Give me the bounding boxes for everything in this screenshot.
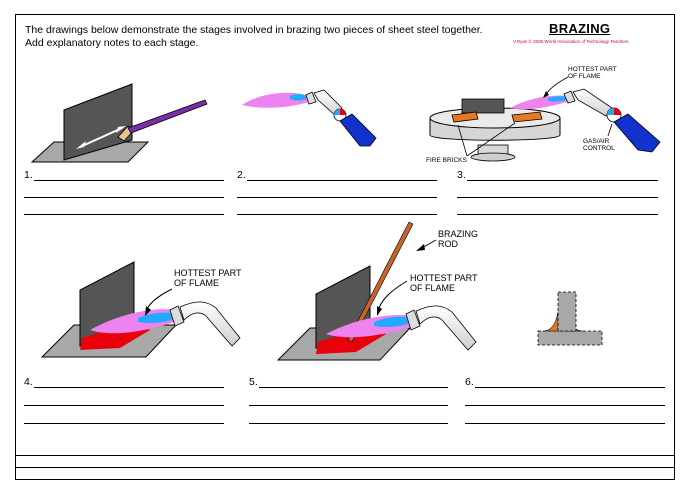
stage-5-answer-line-2[interactable] xyxy=(249,405,448,406)
stage-5-flame-core xyxy=(374,316,408,328)
stage-3-flame-core xyxy=(548,96,566,102)
stage-1-upright-plate xyxy=(63,83,133,161)
stage-5-rod-label: BRAZING ROD xyxy=(438,229,479,249)
stage-4-answer-line-1[interactable] xyxy=(34,387,224,388)
stage-3-answer-line-2[interactable] xyxy=(457,197,658,198)
stage-2-answer-line-2[interactable] xyxy=(237,197,437,198)
stage-2-flame-core xyxy=(290,94,306,101)
stage-5-nozzle xyxy=(405,309,421,331)
stage-5-number: 5. xyxy=(249,376,258,388)
stage-4-answer-line-3[interactable] xyxy=(24,423,224,424)
stage-5-answer-line-3[interactable] xyxy=(249,423,448,424)
stage-3-upright-plate xyxy=(461,98,505,114)
stage-2-handle xyxy=(339,113,377,147)
stage-4-pipe xyxy=(179,301,241,347)
stage-3-gas-air-label: GAS/AIR CONTROL xyxy=(583,138,615,152)
stage-3-handle xyxy=(613,113,661,153)
worksheet-frame xyxy=(15,14,675,480)
stage-3-nozzle xyxy=(563,90,576,104)
page-title: BRAZING xyxy=(549,21,611,36)
stage-2-answer-line-1[interactable] xyxy=(247,180,437,181)
stage-5-illustration xyxy=(276,221,477,361)
stage-4-flame-core xyxy=(138,312,172,324)
stage-3-number: 3. xyxy=(457,169,466,181)
stage-4-nozzle xyxy=(169,305,185,327)
stage-1-answer-line-3[interactable] xyxy=(24,214,224,215)
stage-6-upright-section xyxy=(557,291,577,332)
stage-1-number: 1. xyxy=(24,169,33,181)
stage-2-nozzle xyxy=(305,91,317,105)
stage-5-hottest-label: HOTTEST PART OF FLAME xyxy=(410,273,478,293)
stage-3-fire-brick-left xyxy=(451,111,479,123)
footer-rule-top xyxy=(15,455,675,456)
stage-2-number: 2. xyxy=(237,169,246,181)
stage-3-illustration xyxy=(429,76,661,162)
stage-6-illustration xyxy=(537,291,603,346)
stage-1-illustration xyxy=(30,83,208,163)
stage-1-answer-line-1[interactable] xyxy=(34,180,224,181)
stage-4-number: 4. xyxy=(24,376,33,388)
stage-6-answer-line-1[interactable] xyxy=(475,387,665,388)
stage-3-answer-line-3[interactable] xyxy=(457,214,658,215)
stage-6-number: 6. xyxy=(465,376,474,388)
intro-text: The drawings below demonstrate the stage… xyxy=(25,24,483,49)
stage-1-answer-line-2[interactable] xyxy=(24,197,224,198)
stage-2-answer-line-3[interactable] xyxy=(237,214,437,215)
stage-5-answer-line-1[interactable] xyxy=(259,387,448,388)
stage-3-answer-line-1[interactable] xyxy=(467,180,658,181)
stage-4-answer-line-2[interactable] xyxy=(24,405,224,406)
stage-4-hottest-label: HOTTEST PART OF FLAME xyxy=(174,268,242,288)
stage-5-pipe xyxy=(415,305,477,351)
stage-1-motion-arrow xyxy=(79,127,123,148)
stage-6-base-section xyxy=(537,330,603,346)
stage-3-pipe xyxy=(572,88,613,117)
copyright-credit: V.Ryan © 2006 World Association of Techn… xyxy=(513,39,629,44)
stage-2-illustration xyxy=(242,89,377,147)
stage-4-illustration xyxy=(40,261,241,358)
stage-6-answer-line-3[interactable] xyxy=(465,423,665,424)
stage-5-brazing-rod xyxy=(347,221,414,343)
stage-3-hottest-label: HOTTEST PART OF FLAME xyxy=(568,66,617,80)
footer-rule-bottom xyxy=(15,467,675,468)
stage-6-answer-line-2[interactable] xyxy=(465,405,665,406)
stage-3-fire-brick-right xyxy=(511,111,543,123)
stage-1-file xyxy=(127,99,208,134)
stage-3-fire-bricks-label: FIRE BRICKS xyxy=(426,157,467,164)
